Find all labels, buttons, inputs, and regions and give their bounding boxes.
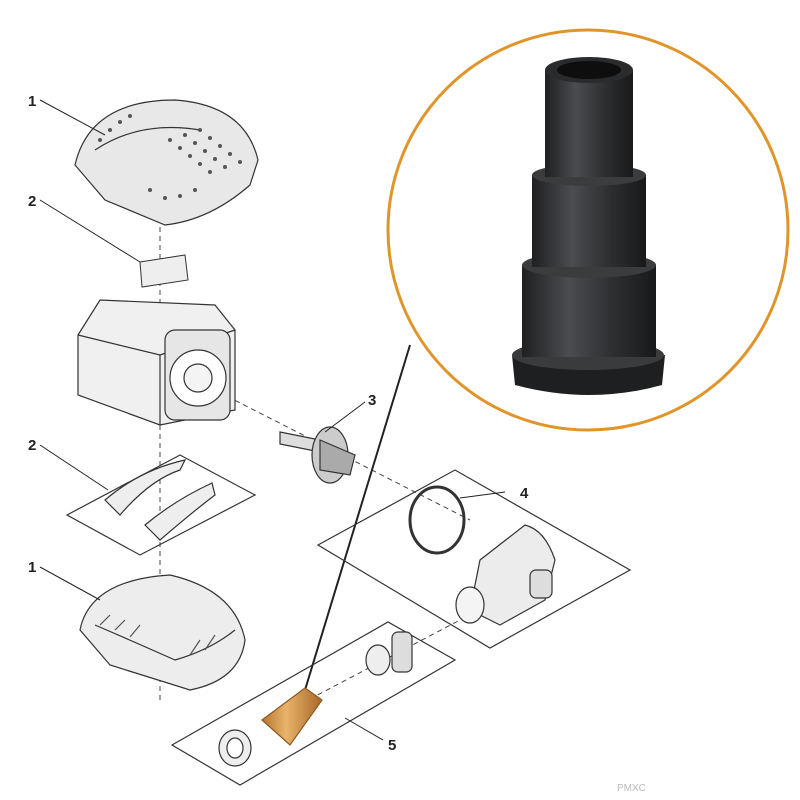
callout-1-bottom: 1 <box>28 559 36 576</box>
motor-block-part <box>77 299 236 426</box>
callout-5: 5 <box>388 737 396 754</box>
zoom-pointer-line <box>304 344 411 691</box>
hose-adapter-set-part <box>170 621 457 786</box>
impeller-part <box>279 426 356 484</box>
top-cover-part <box>74 99 259 226</box>
top-foam-part <box>139 254 189 288</box>
callout-2-top: 2 <box>28 193 36 210</box>
outlet-housing-part <box>316 469 632 649</box>
hose-adapter-closeup <box>512 57 665 395</box>
callout-leaders <box>39 99 506 741</box>
watermark: PMXC <box>617 783 646 794</box>
bottom-foam-part <box>65 454 257 556</box>
callout-1-top: 1 <box>28 93 36 110</box>
callout-3: 3 <box>368 392 376 409</box>
callout-2-bottom: 2 <box>28 437 36 454</box>
bottom-cover-part <box>79 574 246 691</box>
callout-4: 4 <box>520 485 529 502</box>
